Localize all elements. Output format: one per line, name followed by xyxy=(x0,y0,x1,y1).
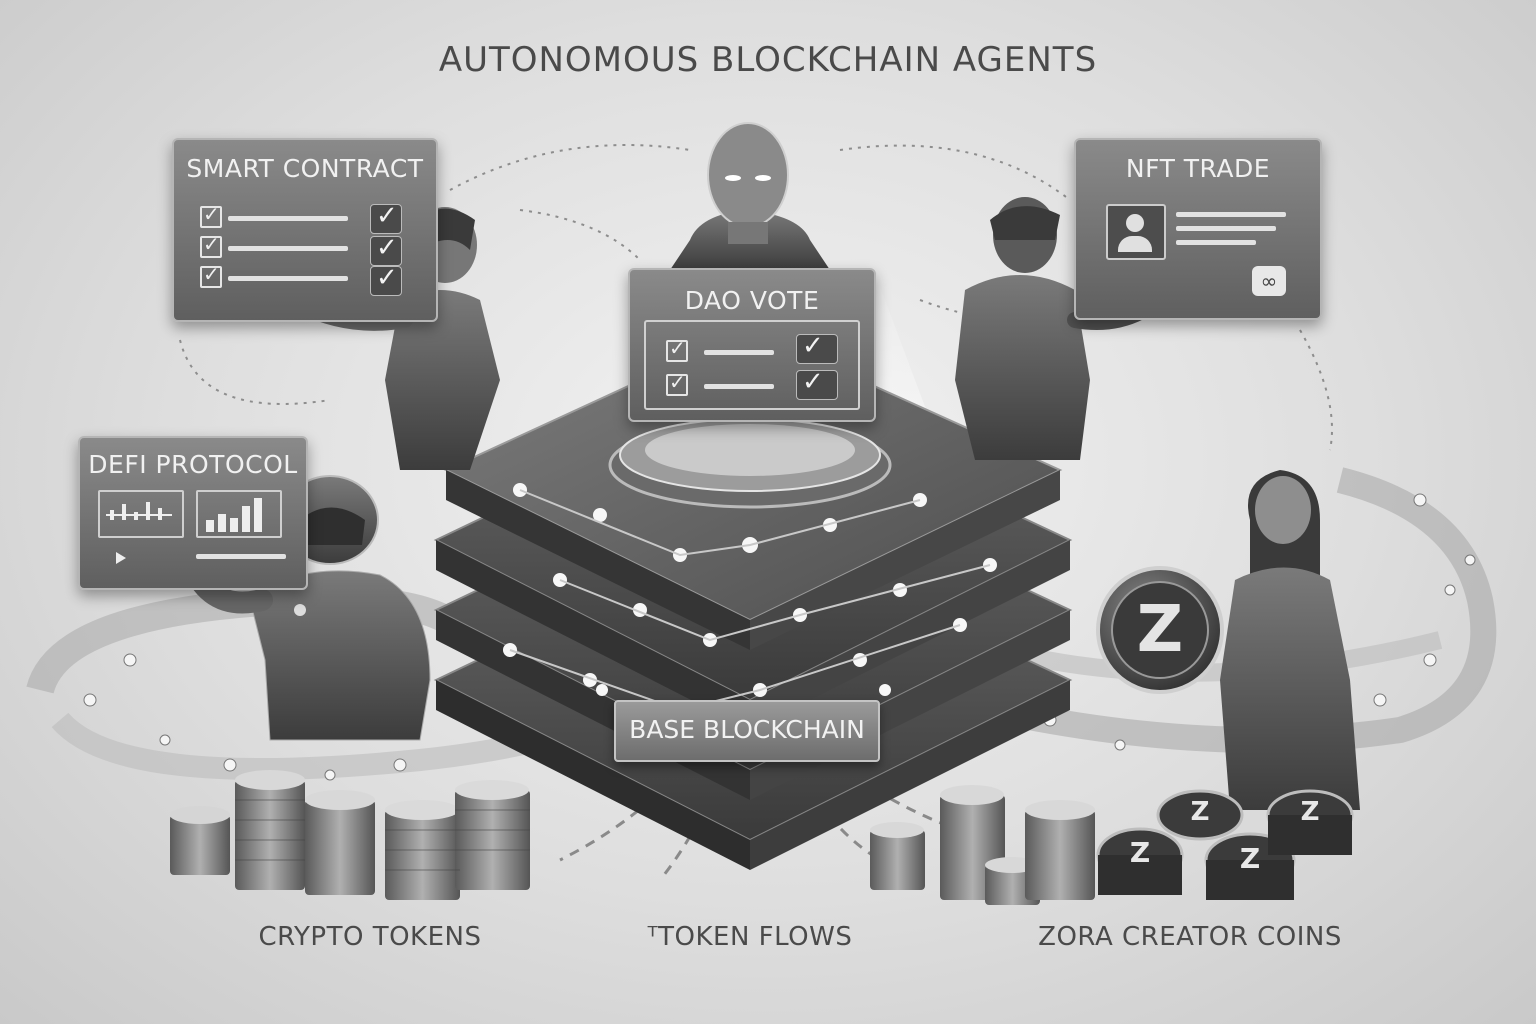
play-icon xyxy=(116,552,126,564)
text-placeholder-line xyxy=(228,246,348,251)
panel-dao-vote: DAO VOTE xyxy=(628,268,876,422)
coin-icon xyxy=(1096,566,1224,694)
agent-figure-creator-coin xyxy=(1220,470,1360,810)
check-icon xyxy=(200,262,222,288)
panel-nft-trade: NFT TRADE ∞ xyxy=(1074,138,1322,320)
central-ai-agent-icon xyxy=(670,122,830,270)
zora-coin-stacks xyxy=(870,785,1354,905)
check-icon xyxy=(796,367,838,400)
text-placeholder-line xyxy=(228,276,348,281)
check-icon xyxy=(796,331,838,364)
coin-letter: Z xyxy=(1190,797,1210,827)
crypto-token-stacks xyxy=(170,770,530,900)
agent-figure-nft-trade xyxy=(955,197,1178,460)
text-placeholder-line xyxy=(1176,240,1256,245)
text-placeholder-line xyxy=(196,554,286,559)
panel-title-defi-protocol: DEFI PROTOCOL xyxy=(88,450,298,479)
text-placeholder-line xyxy=(1176,212,1286,217)
label-token-flows: ᵀTOKEN FLOWS xyxy=(647,922,853,952)
check-icon xyxy=(200,232,222,258)
vote-list xyxy=(644,320,860,410)
panel-title-nft-trade: NFT TRADE xyxy=(1125,154,1271,183)
text-placeholder-line xyxy=(704,384,774,389)
check-icon xyxy=(200,202,222,228)
text-placeholder-line xyxy=(1176,226,1276,231)
panel-title-smart-contract: SMART CONTRACT xyxy=(186,154,424,183)
panel-title-dao-vote: DAO VOTE xyxy=(684,286,820,315)
text-placeholder-line xyxy=(704,350,774,355)
bar-chart-icon xyxy=(196,490,282,538)
panel-smart-contract: SMART CONTRACT xyxy=(172,138,438,322)
panel-defi-protocol: DEFI PROTOCOL xyxy=(78,436,308,590)
coin-letter: Z xyxy=(1239,842,1261,875)
data-nodes xyxy=(83,493,1476,781)
check-icon xyxy=(370,263,402,296)
user-icon xyxy=(1106,204,1166,260)
diagram-title: AUTONOMOUS BLOCKCHAIN AGENTS xyxy=(438,40,1098,80)
check-icon xyxy=(370,233,402,266)
link-icon: ∞ xyxy=(1252,266,1286,296)
check-icon xyxy=(666,336,688,362)
text-placeholder-line xyxy=(228,216,348,221)
base-blockchain-label: BASE BLOCKCHAIN xyxy=(614,700,880,762)
label-zora-creator-coins: ZORA CREATOR COINS xyxy=(1038,922,1342,952)
label-crypto-tokens: CRYPTO TOKENS xyxy=(258,922,482,952)
coin-letter: Z xyxy=(1136,593,1184,667)
check-icon xyxy=(666,370,688,396)
coin-letter: Z xyxy=(1300,797,1320,827)
candlestick-chart-icon xyxy=(98,490,184,538)
coin-letter: Z xyxy=(1129,836,1151,869)
check-icon xyxy=(370,201,402,234)
